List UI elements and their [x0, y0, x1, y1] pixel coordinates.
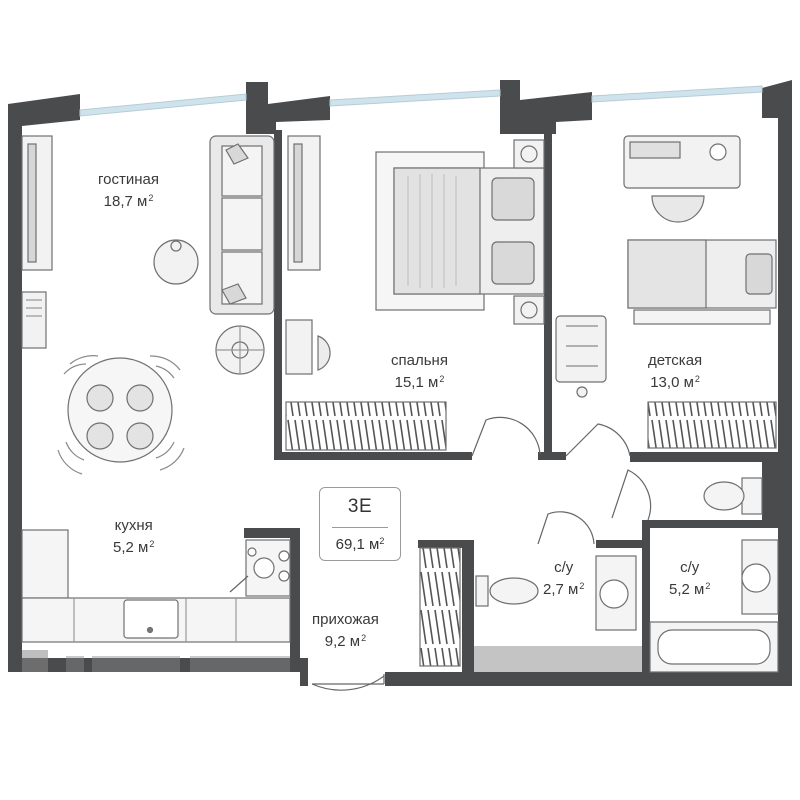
kids-bed — [627, 239, 777, 325]
bath1-toilet — [475, 575, 539, 607]
apartment-total-area: 69,1 м — [335, 536, 380, 553]
room-name: с/у — [680, 559, 700, 576]
room-name: гостиная — [98, 171, 159, 188]
room-name: кухня — [114, 517, 153, 534]
shelf — [21, 291, 47, 349]
bath1-sink — [595, 555, 637, 631]
bathtub — [649, 621, 779, 673]
room-area: 5,2 м — [669, 581, 705, 598]
room-label-living: гостиная 18,7 м2 — [98, 171, 159, 210]
kids-wardrobe — [647, 401, 777, 449]
windows — [79, 85, 763, 117]
apartment-code: 3E — [347, 496, 373, 517]
coffee-table — [153, 239, 199, 285]
room-label-kitchen: кухня 5,2 м2 — [113, 517, 155, 556]
bath2-toilet — [703, 477, 763, 515]
hall-wardrobe — [419, 547, 461, 667]
stove — [229, 547, 290, 593]
room-label-bath1: с/у 2,7 м2 — [543, 559, 585, 598]
desk — [623, 135, 741, 223]
room-area: 2,7 м — [543, 581, 579, 598]
room-label-kids: детская 13,0 м2 — [648, 352, 703, 391]
tv-stand — [21, 135, 53, 271]
room-name: прихожая — [312, 611, 379, 628]
room-label-hall: прихожая 9,2 м2 — [312, 611, 379, 650]
room-name: детская — [648, 352, 703, 369]
room-area: 9,2 м — [324, 633, 361, 650]
room-area: 13,0 м — [650, 374, 694, 391]
bedroom-tv — [287, 135, 321, 271]
room-label-bath2: с/у 5,2 м2 — [669, 559, 711, 598]
bedroom-door — [471, 416, 541, 457]
room-label-bedroom: спальня 15,1 м2 — [391, 352, 448, 391]
room-area: 5,2 м — [113, 539, 149, 556]
dining-table — [57, 355, 185, 475]
nightstand-top — [513, 139, 545, 169]
sofa — [209, 135, 275, 315]
bed — [375, 151, 545, 311]
nightstand-bottom — [513, 295, 545, 325]
kids-door — [565, 423, 631, 457]
vanity — [285, 319, 331, 375]
room-name: с/у — [554, 559, 574, 576]
sink — [123, 599, 179, 639]
armchair — [215, 325, 265, 375]
walls — [8, 80, 792, 686]
floor-strips — [22, 646, 642, 672]
high-chair — [555, 315, 607, 398]
badge-divider — [332, 527, 388, 528]
bath1-door — [537, 511, 595, 545]
entry-door — [311, 674, 385, 691]
room-name: спальня — [391, 352, 448, 369]
bath2-sink — [741, 539, 779, 615]
bath2-door — [611, 469, 652, 521]
bedroom-wardrobe — [285, 401, 447, 451]
room-area: 18,7 м — [103, 193, 148, 210]
apartment-badge: 3E 69,1 м2 — [319, 487, 401, 561]
room-area: 15,1 м — [394, 374, 439, 391]
